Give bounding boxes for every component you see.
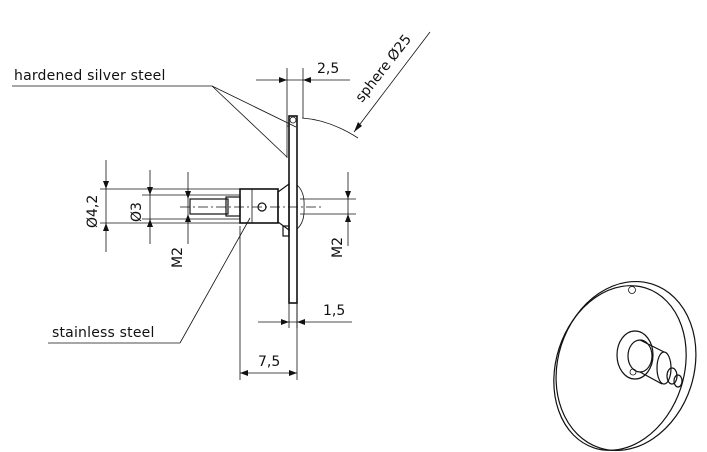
disc-hole: [289, 116, 297, 124]
dim-thread-left: M2: [170, 172, 191, 268]
thread-right-text: M2: [330, 237, 346, 258]
edge-thickness-text: 1,5: [323, 303, 345, 319]
arrow-outer-top: [103, 181, 109, 189]
hub-lower-shoulder: [282, 225, 290, 237]
arrow-thread-left-top: [185, 191, 191, 199]
arrow-edge-right: [297, 319, 305, 325]
sphere-dimension: sphere Ø25: [301, 31, 431, 139]
arrow-outer-bottom: [103, 223, 109, 231]
arrow-thread-left-bottom: [185, 214, 191, 222]
arrow-inner-bottom: [147, 219, 153, 227]
sphere-arrowhead: [354, 122, 362, 132]
isometric-view: [553, 280, 697, 452]
iso-disc-hole: [628, 286, 636, 294]
shaft-body: [239, 188, 279, 224]
label-hardened-silver-steel: hardened silver steel: [12, 68, 297, 158]
iso-disc-front: [553, 285, 687, 451]
sphere-arc: [301, 117, 359, 139]
disc-boss: [296, 184, 305, 230]
iso-thread-tip: [673, 374, 683, 388]
arrow-thread-right-top: [345, 191, 351, 199]
disc-thickness-text: 2,5: [317, 61, 339, 77]
arrow-inner-top: [147, 187, 153, 195]
iso-hub-base: [616, 330, 654, 380]
dim-thread-right: M2: [300, 172, 356, 258]
total-length-text: 7,5: [258, 354, 280, 370]
dim-outer-diameter: Ø4,2: [85, 160, 240, 252]
sphere-radius-text: sphere Ø25: [353, 32, 415, 106]
dim-disc-thickness: 2,5: [256, 61, 350, 158]
iso-disc-back: [555, 280, 697, 452]
part-section-view: [180, 115, 322, 304]
iso-cross-hole: [629, 368, 637, 376]
dim-edge-thickness: 1,5: [258, 302, 352, 328]
arrow-thread-right-bottom: [345, 214, 351, 222]
outer-diameter-text: Ø4,2: [85, 195, 101, 228]
arrow-right: [303, 77, 311, 83]
material-shaft-text: stainless steel: [52, 325, 155, 341]
iso-shaft-sides: [639, 339, 665, 385]
iso-thread-ring: [666, 367, 678, 385]
arrow-total-left: [240, 370, 248, 376]
sphere-leader-line: [353, 31, 431, 133]
leader-disc-1: [211, 85, 288, 158]
arrow-total-right: [289, 370, 297, 376]
shaft-cross-hole: [257, 202, 267, 212]
arrow-left: [279, 77, 287, 83]
material-disc-text: hardened silver steel: [14, 68, 166, 84]
disc-body: [288, 115, 298, 304]
dim-total-length: 7,5: [239, 226, 298, 380]
leader-shaft: [179, 217, 251, 344]
arrow-edge-left: [281, 319, 289, 325]
shaft-thread: [189, 198, 229, 215]
inner-diameter-text: Ø3: [129, 202, 145, 222]
thread-left-text: M2: [170, 247, 186, 268]
label-stainless-steel: stainless steel: [48, 217, 251, 344]
leader-disc-2: [211, 85, 297, 128]
iso-shaft-end: [656, 351, 672, 385]
dim-inner-diameter: Ø3: [129, 170, 240, 244]
